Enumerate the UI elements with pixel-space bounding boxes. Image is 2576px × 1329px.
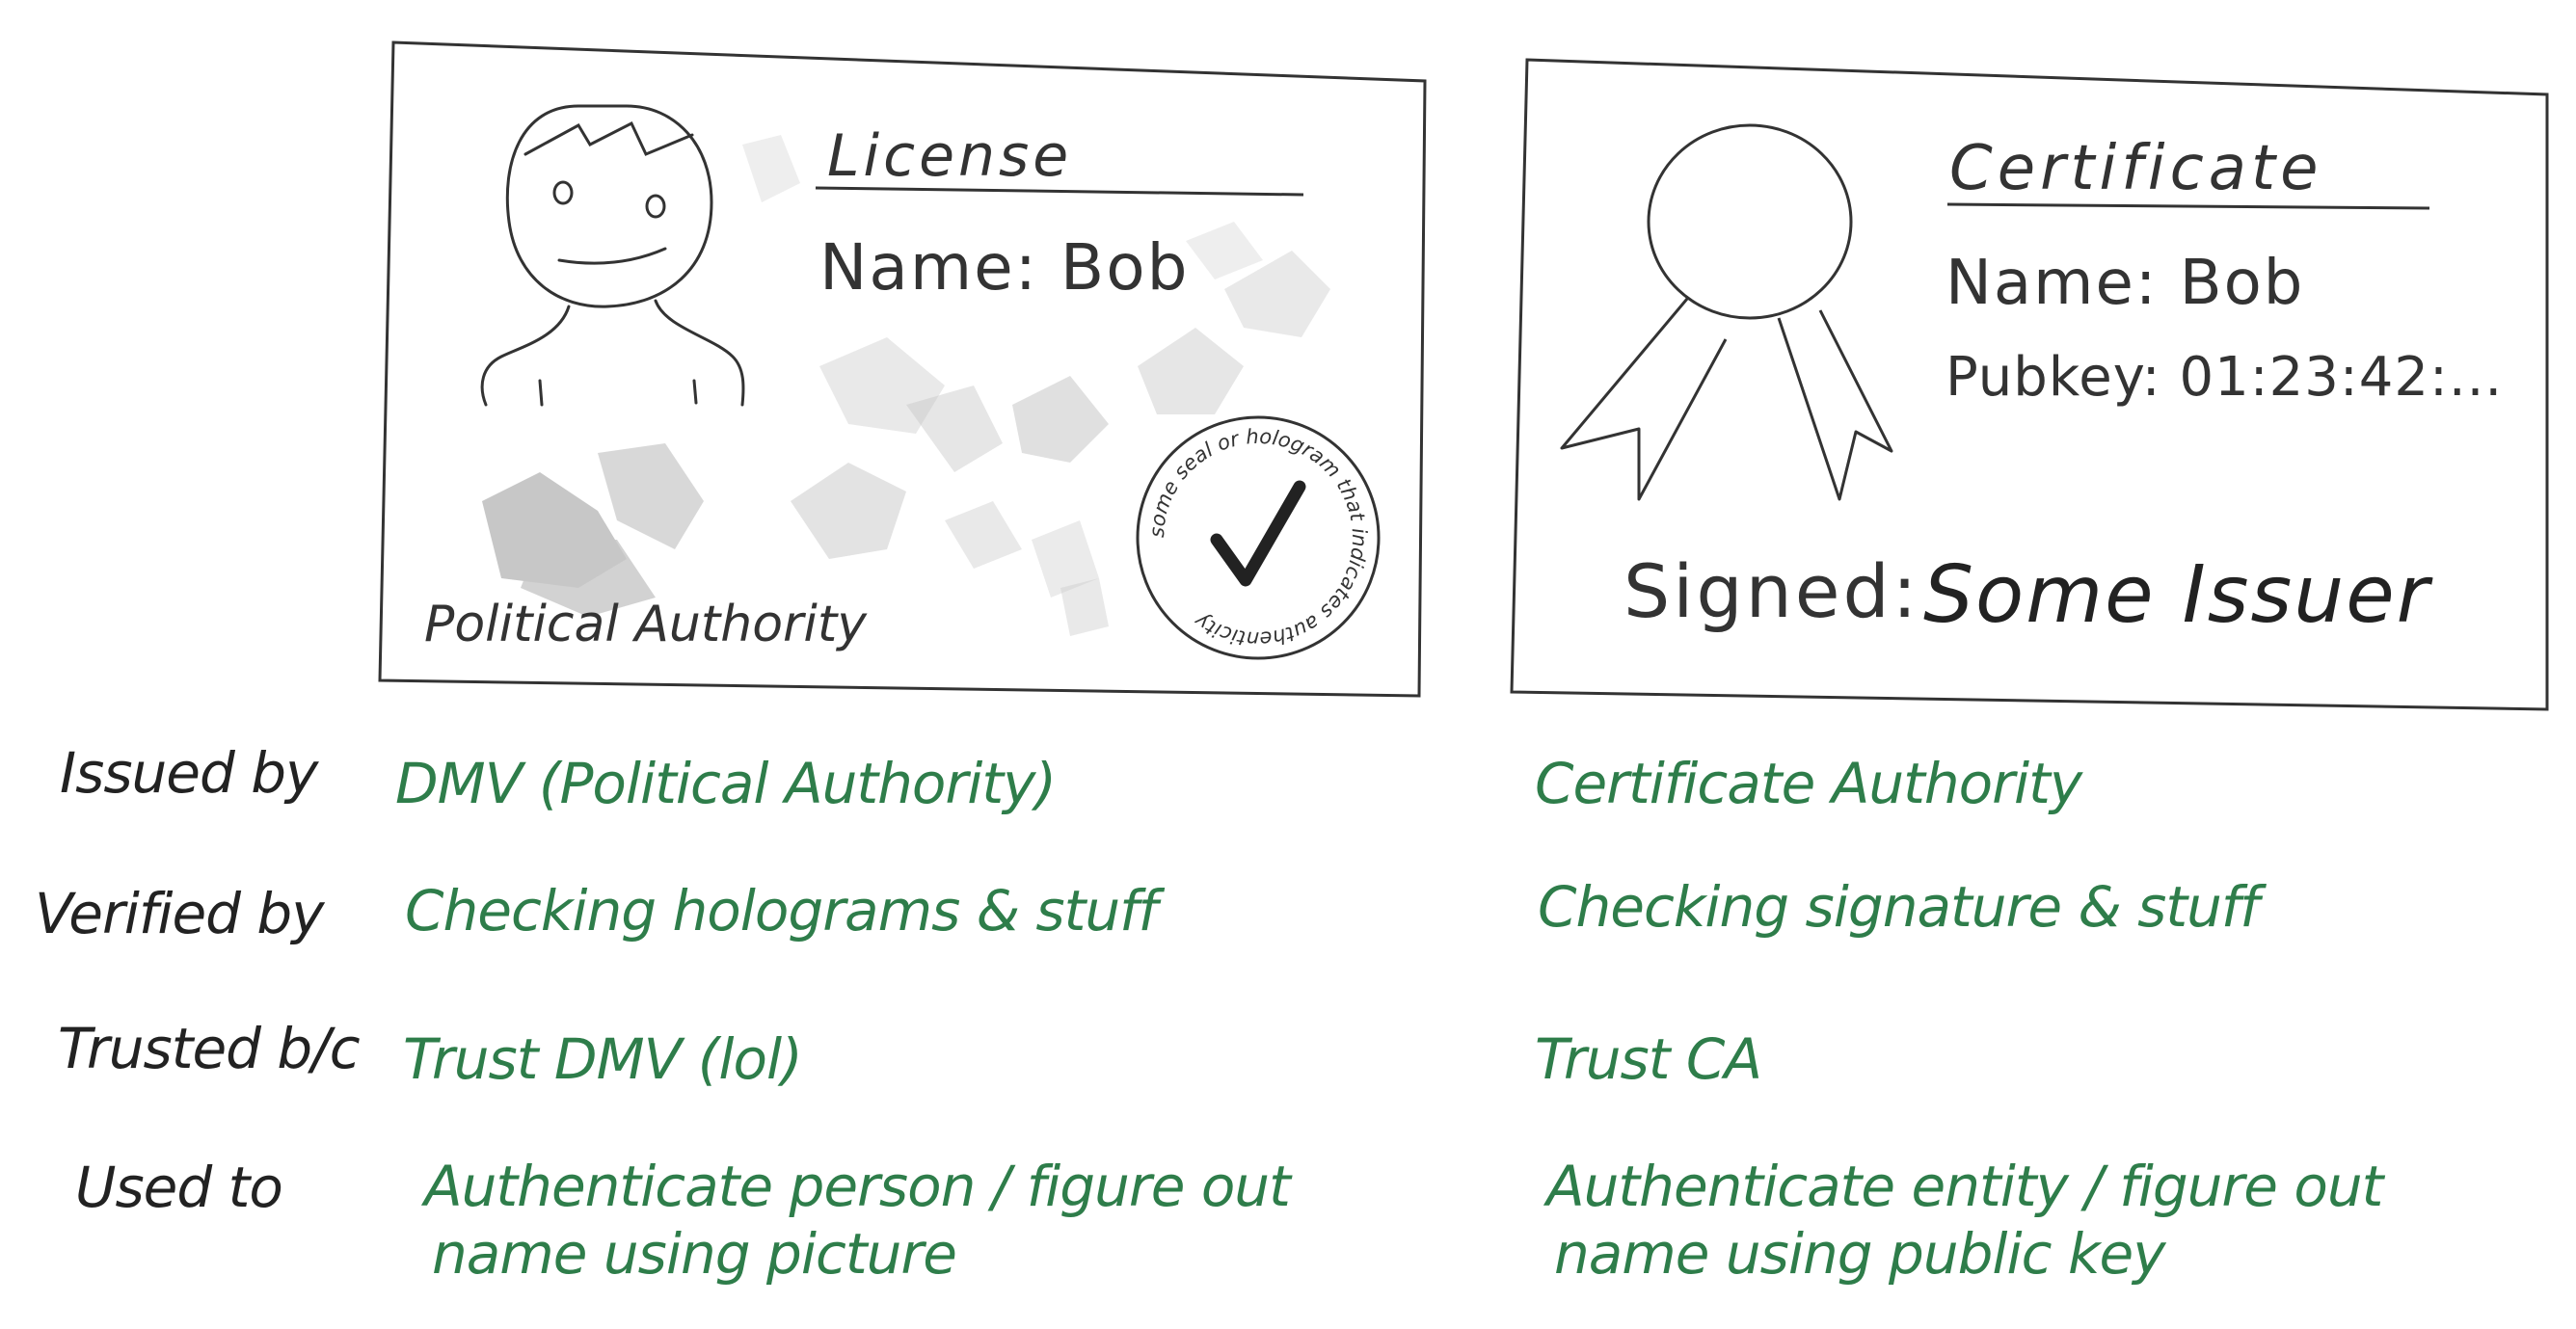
license-issuer-text: Political Authority: [424, 596, 868, 653]
row-label-trusted-bc: Trusted b/c: [58, 1016, 361, 1081]
certificate-used-to-line2: name using public key: [1554, 1221, 2166, 1287]
license-name-line: Name: Bob: [819, 230, 1189, 305]
award-ribbon-icon: [1560, 123, 1893, 501]
license-card: License Name: Bob Political Authority so…: [378, 40, 2549, 711]
checkmark-icon: [1210, 480, 1306, 587]
certificate-verified-by: Checking signature & stuff: [1538, 874, 2260, 940]
license-title-underline: [815, 186, 1304, 197]
license-verified-by: Checking holograms & stuff: [405, 878, 1158, 944]
certificate-issued-by: Certificate Authority: [1535, 751, 2082, 816]
person-figure: [480, 104, 745, 407]
row-label-issued-by: Issued by: [60, 740, 318, 806]
license-trusted-bc: Trust DMV (lol): [403, 1026, 803, 1092]
certificate-title-underline: [1946, 202, 2430, 210]
certificate-title: Certificate: [1949, 133, 2322, 204]
license-title: License: [827, 122, 1072, 190]
license-card-border: [378, 40, 1427, 698]
certificate-pubkey-line: Pubkey: 01:23:42:...: [1945, 346, 2503, 409]
certificate-trusted-bc: Trust CA: [1535, 1026, 1762, 1092]
issuer-signature: Some Issuer: [1923, 549, 2433, 641]
certificate-name-line: Name: Bob: [1945, 248, 2304, 319]
hologram-smudges: [482, 135, 1330, 636]
license-issued-by: DMV (Political Authority): [395, 751, 1057, 816]
seal-text: some seal or hologram that indicates aut…: [1145, 425, 1371, 651]
row-label-verified-by: Verified by: [35, 881, 325, 946]
certificate-card-border: [1510, 58, 2549, 711]
hologram-seal: some seal or hologram that indicates aut…: [1136, 415, 1381, 660]
license-used-to-line1: Authenticate person / figure out: [424, 1154, 1291, 1219]
certificate-used-to-line1: Authenticate entity / figure out: [1546, 1154, 2383, 1219]
signed-label: Signed:: [1623, 548, 1919, 634]
row-label-used-to: Used to: [75, 1155, 283, 1220]
license-used-to-line2: name using picture: [432, 1221, 957, 1287]
svg-text:some seal or hologram that ind: some seal or hologram that indicates aut…: [1145, 425, 1371, 651]
